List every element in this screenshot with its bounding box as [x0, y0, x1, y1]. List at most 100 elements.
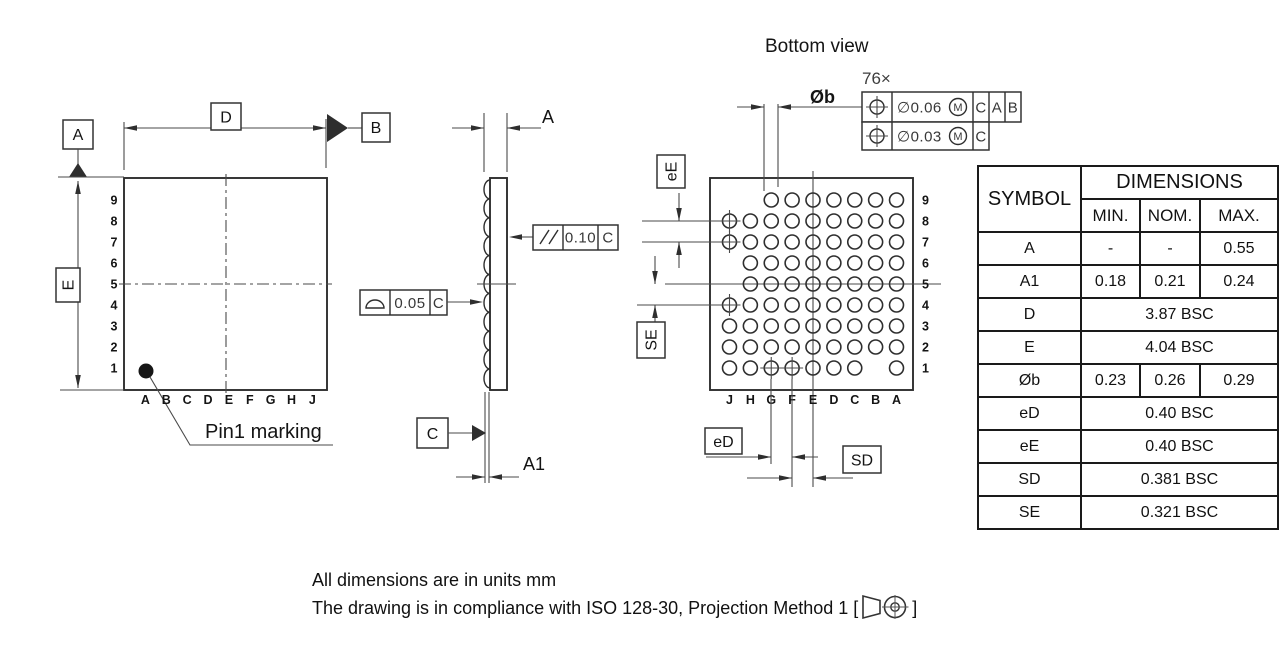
e-label-box: [55, 267, 81, 303]
min-cell: 0.18: [1080, 264, 1141, 299]
ball-E4: [805, 297, 821, 313]
top-col-label-F: F: [246, 393, 254, 407]
parallelism-datum: C: [602, 230, 613, 247]
ball-B7: [867, 234, 884, 250]
ball-H4: [742, 297, 759, 313]
mmc-circle-2: [948, 126, 968, 146]
se-label-box: [636, 321, 666, 359]
ball-C5: [846, 276, 863, 292]
sd-label: SD: [851, 453, 873, 470]
ball-C4: [846, 297, 863, 313]
table-row: eD 0.40 BSC: [977, 396, 1279, 431]
fcf2-tolerance: ∅0.03: [897, 129, 942, 146]
symbol-header: SYMBOL: [977, 165, 1082, 233]
top-row-label-9: 9: [111, 194, 118, 208]
ball-D4: [826, 297, 842, 313]
profile-datum: C: [433, 295, 444, 312]
table-row: SD 0.381 BSC: [977, 462, 1279, 497]
datum-c-triangle: [472, 425, 486, 441]
ball-G3: [763, 318, 780, 334]
symbol-cell: A1: [977, 264, 1082, 299]
note-projection: The drawing is in compliance with ISO 12…: [312, 594, 917, 622]
datum-a-triangle: [69, 163, 87, 177]
ball-A7: [888, 234, 905, 250]
d-arrow-right: [313, 125, 326, 131]
ball-H7: [742, 234, 759, 250]
profile-arrow: [470, 299, 483, 305]
ed-label-box: [704, 427, 743, 455]
ee-arrow-bottom: [676, 242, 682, 255]
ball-F2: [784, 339, 800, 355]
ball-D3: [826, 318, 842, 334]
table-row: Øb 0.23 0.26 0.29: [977, 363, 1279, 398]
top-row-label-1: 1: [111, 362, 118, 376]
symbol-cell: A: [977, 231, 1082, 266]
symbol-cell: E: [977, 330, 1082, 365]
max-cell: 0.55: [1199, 231, 1279, 266]
fcf2-modifier: M: [953, 131, 962, 143]
top-row-label-6: 6: [111, 257, 118, 271]
top-row-label-5: 5: [111, 278, 118, 292]
position-fcf-2: ∅0.03 M C: [861, 121, 990, 151]
symbol-cell: D: [977, 297, 1082, 332]
ball-G5: [763, 276, 780, 292]
min-cell: 0.23: [1080, 363, 1141, 398]
table-row: A - - 0.55: [977, 231, 1279, 266]
ball-D8: [826, 213, 842, 229]
top-col-label-B: B: [162, 393, 171, 407]
ball-A6: [888, 255, 905, 271]
datum-b-box: [361, 112, 391, 143]
ball-F7: [784, 234, 800, 250]
sd-arrow-left: [779, 475, 792, 481]
sd-arrow-right: [813, 475, 826, 481]
ball-E9: [805, 192, 821, 208]
bottom-view-title: Bottom view: [765, 36, 869, 57]
ball-F3: [784, 318, 800, 334]
bottom-col-label-D: D: [829, 393, 838, 407]
max-cell: 0.29: [1199, 363, 1279, 398]
datum-c-label: C: [427, 426, 439, 443]
sd-label-box: [842, 445, 882, 474]
symbol-cell: eE: [977, 429, 1082, 464]
datum-c-box: [416, 417, 449, 449]
ball-E7: [805, 234, 821, 250]
a1-arrow-right: [489, 474, 502, 480]
bottom-col-label-H: H: [746, 393, 755, 407]
table-row: D 3.87 BSC: [977, 297, 1279, 332]
ball-E6: [805, 255, 821, 271]
ball-B9: [867, 192, 884, 208]
fcf1-datum-c: C: [975, 100, 986, 117]
top-row-label-2: 2: [111, 341, 118, 355]
first-angle-projection-icon: [862, 594, 909, 620]
e-arrow-bottom: [75, 375, 81, 388]
ball-G6: [763, 255, 780, 271]
top-col-label-D: D: [204, 393, 213, 407]
bottom-row-label-8: 8: [922, 215, 929, 229]
ball-C2: [846, 339, 863, 355]
ball-C9: [846, 192, 863, 208]
value-cell: 0.321 BSC: [1080, 495, 1279, 530]
ball-E8: [805, 213, 821, 229]
ball-D5: [826, 276, 842, 292]
top-col-label-G: G: [266, 393, 276, 407]
profile-of-surface-icon: [365, 299, 385, 309]
se-label: SE: [644, 329, 661, 350]
ball-count-label: 76×: [862, 69, 891, 88]
se-arrow-bottom: [652, 305, 658, 318]
parallelism-icon: [539, 229, 559, 245]
min-header: MIN.: [1080, 198, 1141, 233]
ed-label: eD: [713, 434, 733, 451]
pin1-dot: [138, 363, 154, 379]
top-col-label-A: A: [141, 393, 150, 407]
nom-header: NOM.: [1139, 198, 1201, 233]
pin1-leader: [149, 376, 333, 446]
ball-D2: [826, 339, 842, 355]
datum-a-box: [62, 119, 94, 150]
ball-H2: [742, 339, 759, 355]
ob-arrow-right: [778, 104, 791, 110]
ball-C3: [846, 318, 863, 334]
ball-A2: [888, 339, 905, 355]
